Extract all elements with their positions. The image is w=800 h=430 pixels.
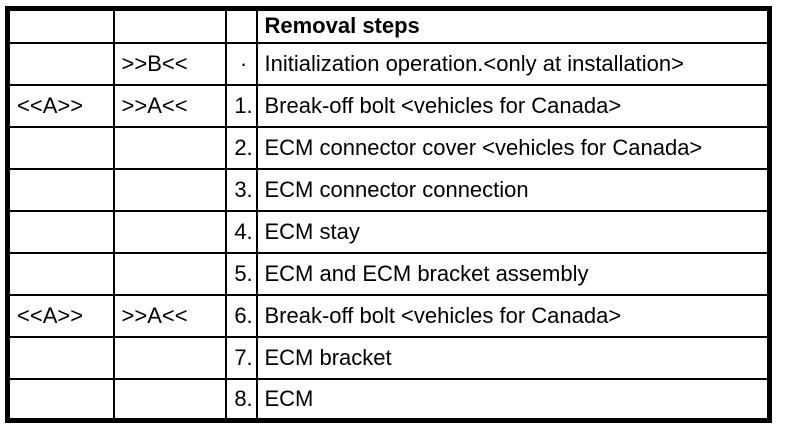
cell-marker-a	[6, 125, 115, 170]
cell-step-number: 7.	[224, 335, 258, 380]
cell-marker-b	[112, 377, 227, 422]
cell-marker-a	[6, 41, 115, 86]
cell-marker-a: <<A>>	[6, 83, 115, 128]
cell-step-number: 6.	[224, 293, 258, 338]
table-row: <<A>> >>A<< 1. Break-off bolt <vehicles …	[6, 83, 771, 128]
cell-step-description: Break-off bolt <vehicles for Canada>	[255, 83, 771, 128]
table-row: 7. ECM bracket	[6, 335, 771, 380]
cell-step-description: ECM and ECM bracket assembly	[255, 251, 771, 296]
header-cell-marker-a	[6, 7, 115, 44]
cell-marker-b	[112, 209, 227, 254]
table-header-row: Removal steps	[6, 7, 771, 44]
table-row: 2. ECM connector cover <vehicles for Can…	[6, 125, 771, 170]
cell-marker-b	[112, 335, 227, 380]
cell-marker-a	[6, 251, 115, 296]
cell-step-number: ·	[224, 41, 258, 86]
cell-marker-a	[6, 335, 115, 380]
table-row: 3. ECM connector connection	[6, 167, 771, 212]
table-row: >>B<< · Initialization operation.<only a…	[6, 41, 771, 86]
cell-marker-b: >>A<<	[112, 293, 227, 338]
removal-steps-table: Removal steps >>B<< · Initialization ope…	[5, 6, 772, 423]
cell-step-number: 8.	[224, 377, 258, 422]
cell-step-description: ECM connector cover <vehicles for Canada…	[255, 125, 771, 170]
cell-marker-a: <<A>>	[6, 293, 115, 338]
cell-step-description: ECM connector connection	[255, 167, 771, 212]
header-cell-step-number	[224, 7, 258, 44]
cell-step-number: 4.	[224, 209, 258, 254]
table-row: 8. ECM	[6, 377, 771, 422]
cell-step-number: 3.	[224, 167, 258, 212]
cell-step-description: ECM bracket	[255, 335, 771, 380]
column-header-removal-steps: Removal steps	[255, 7, 771, 44]
cell-marker-a	[6, 377, 115, 422]
cell-marker-b: >>A<<	[112, 83, 227, 128]
cell-marker-b	[112, 167, 227, 212]
cell-step-number: 5.	[224, 251, 258, 296]
cell-step-description: Break-off bolt <vehicles for Canada>	[255, 293, 771, 338]
table-row: <<A>> >>A<< 6. Break-off bolt <vehicles …	[6, 293, 771, 338]
table-row: 4. ECM stay	[6, 209, 771, 254]
table-row: 5. ECM and ECM bracket assembly	[6, 251, 771, 296]
cell-step-description: ECM	[255, 377, 771, 422]
cell-step-number: 1.	[224, 83, 258, 128]
cell-marker-b: >>B<<	[112, 41, 227, 86]
cell-step-description: ECM stay	[255, 209, 771, 254]
cell-step-description: Initialization operation.<only at instal…	[255, 41, 771, 86]
cell-marker-b	[112, 125, 227, 170]
cell-step-number: 2.	[224, 125, 258, 170]
header-cell-marker-b	[112, 7, 227, 44]
cell-marker-b	[112, 251, 227, 296]
cell-marker-a	[6, 167, 115, 212]
cell-marker-a	[6, 209, 115, 254]
